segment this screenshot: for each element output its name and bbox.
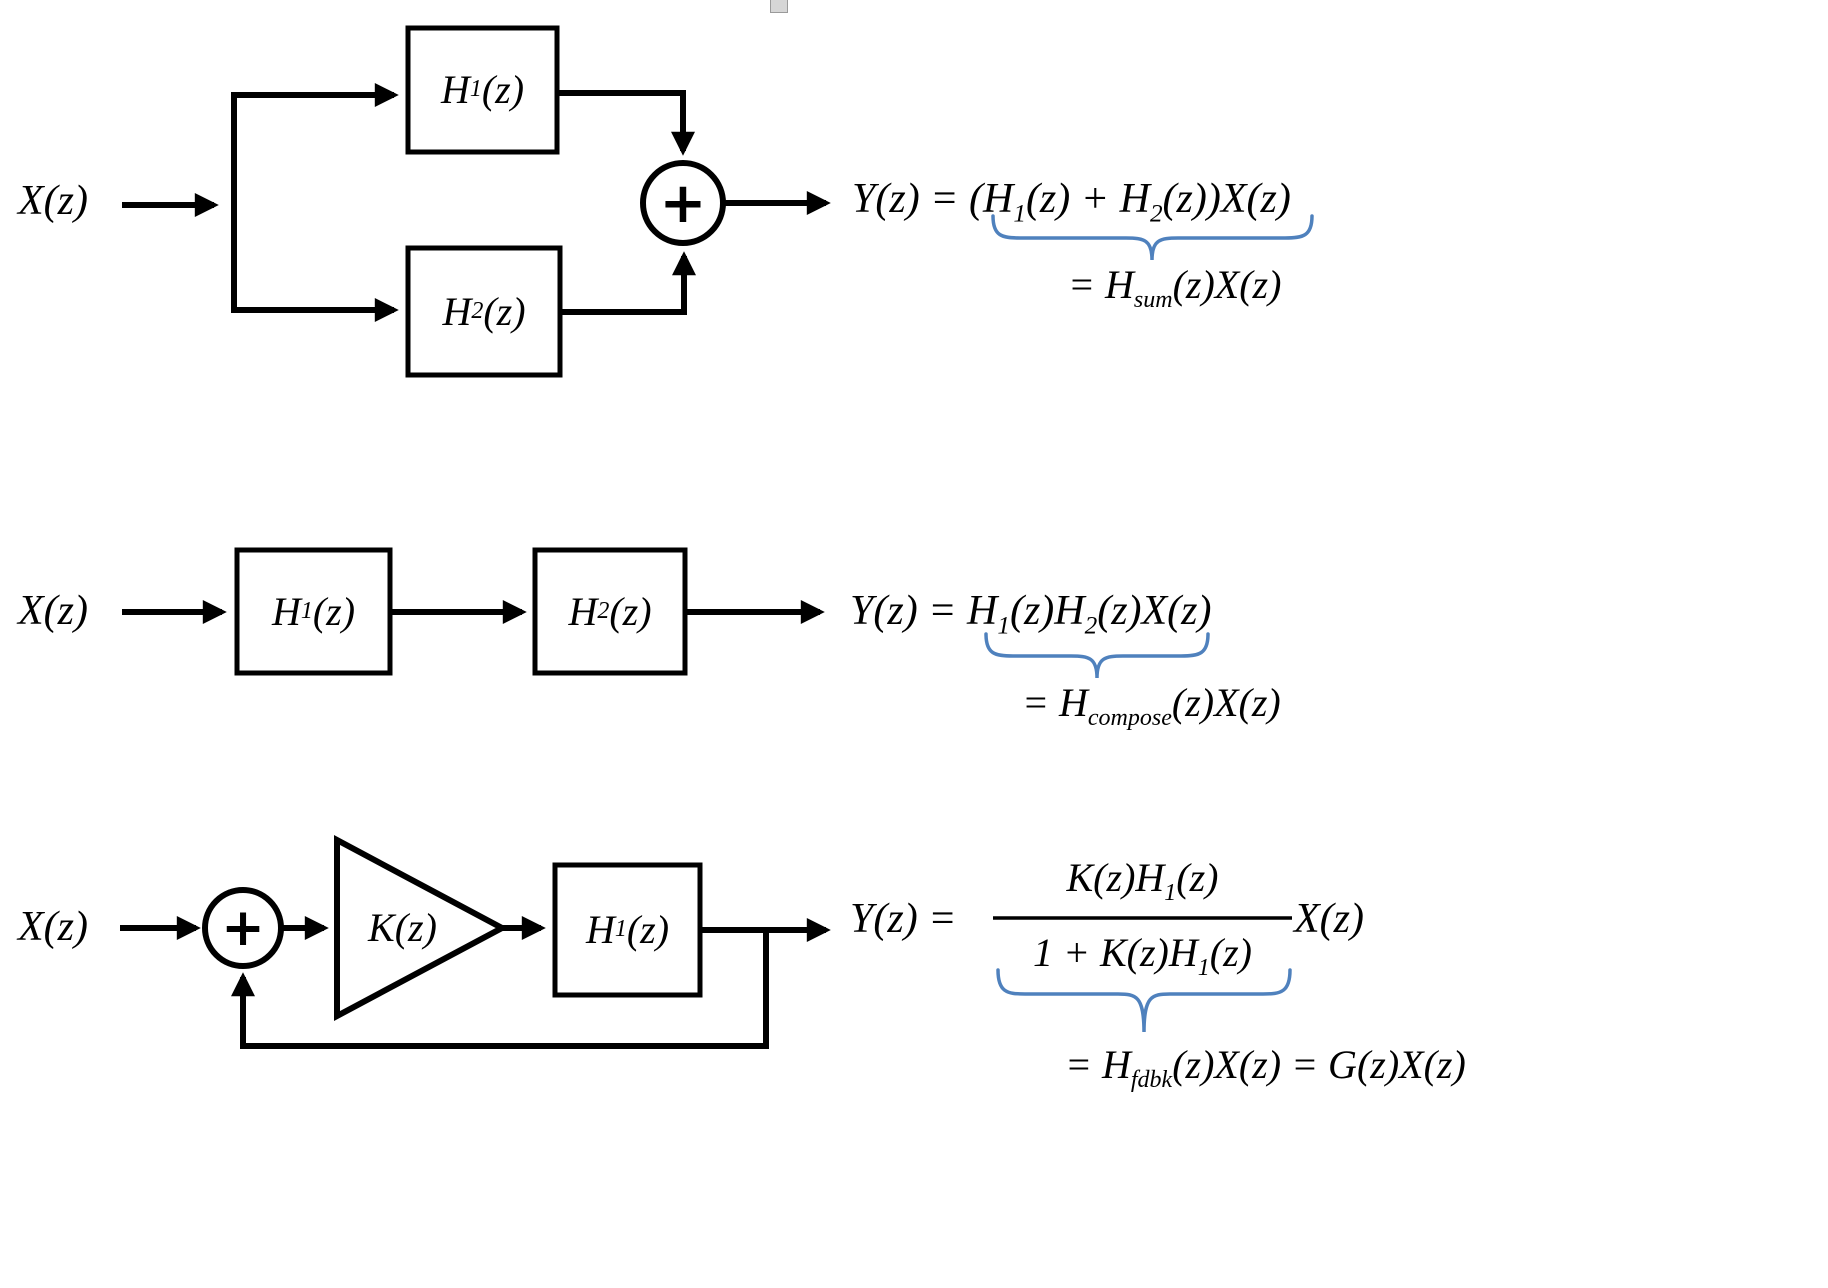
d1-input-label: X(z) (18, 178, 88, 224)
d1-underbrace (991, 214, 1314, 261)
d1-summer-circle (640, 160, 726, 246)
d3-underbrace (996, 968, 1292, 1033)
diagram1-parallel (122, 25, 831, 378)
d1-sum-equation: = Hsum(z)X(z) (1068, 262, 1282, 314)
d3-output-suffix: X(z) (1294, 896, 1364, 942)
d1-h1-to-summer (557, 90, 695, 156)
d1-h1-block (405, 25, 560, 155)
d2-output-equation: Y(z) = H1(z)H2(z)X(z) (850, 588, 1212, 640)
d3-output-prefix: Y(z) = (850, 896, 957, 942)
d1-output-equation: Y(z) = (H1(z) + H2(z))X(z) (852, 176, 1291, 228)
d3-denominator: 1 + K(z)H1(z) (1033, 930, 1252, 982)
annotation-braces (984, 214, 1314, 1033)
d3-input-label: X(z) (18, 904, 88, 950)
d3-summer-plus: + (221, 898, 265, 958)
d3-numerator: K(z)H1(z) (1066, 855, 1219, 907)
d2-input-label: X(z) (18, 588, 88, 634)
d3-feedback-path (231, 930, 769, 1049)
d3-feedback-equation: = Hfdbk(z)X(z) = G(z)X(z) (1065, 1042, 1466, 1094)
d3-h1-block (552, 862, 703, 998)
d2-underbrace (984, 632, 1210, 679)
top-handle (770, 0, 788, 13)
diagram3-feedback (120, 835, 1292, 1049)
d2-compose-equation: = Hcompose(z)X(z) (1022, 680, 1281, 732)
d3-gain-label: K(z) (368, 905, 437, 950)
d1-h2-to-summer (560, 251, 696, 315)
d2-h2-block (532, 547, 688, 676)
d3-gain-triangle (334, 835, 509, 1021)
d1-summer-plus: + (659, 170, 707, 236)
diagram2-cascade (122, 547, 825, 676)
